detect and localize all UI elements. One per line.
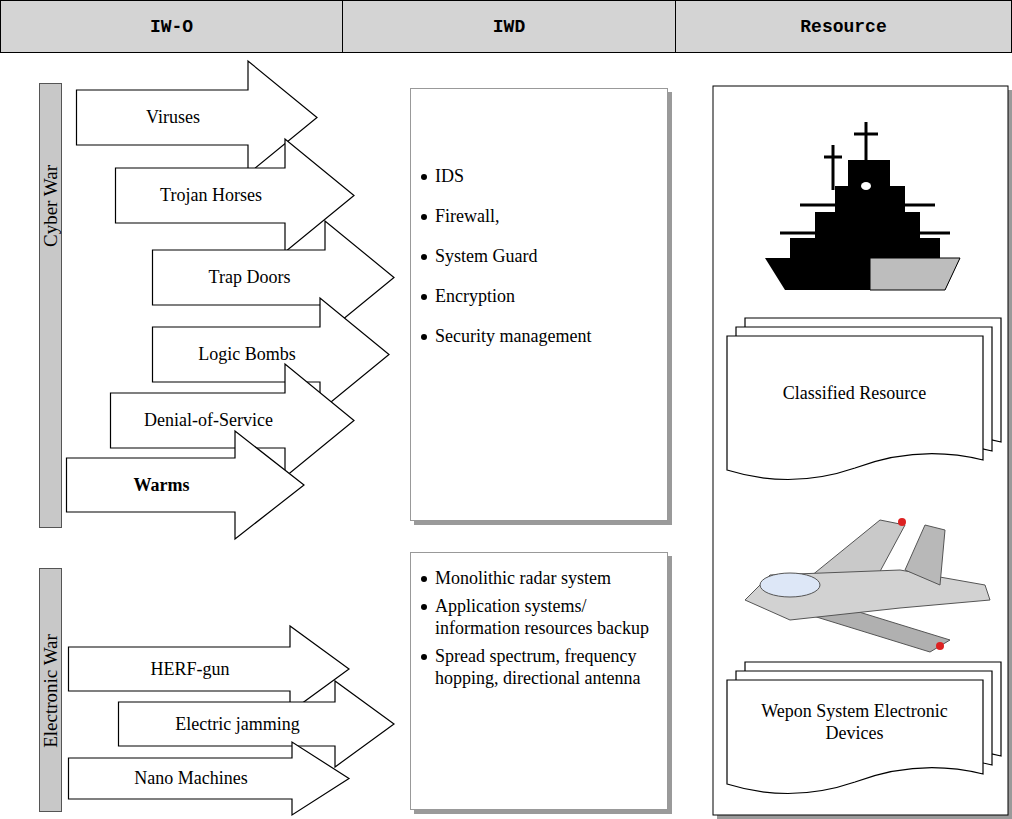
node-text: Monolithic radar system <box>421 567 659 589</box>
arrow-label-box: Electric jamming <box>122 702 353 746</box>
node-text: IWD <box>493 17 525 37</box>
arrow-label-box: Logic Bombs <box>156 327 338 382</box>
category-band: Electronic War <box>39 568 62 812</box>
node-text: Firewall, <box>421 205 659 227</box>
resource-panel <box>713 86 1008 815</box>
node-text: Electric jamming <box>175 714 299 735</box>
ship-illustration <box>765 122 960 290</box>
arrow-label-box: Denial-of-Service <box>114 393 303 448</box>
node-text: Spread spectrum, frequency hopping, dire… <box>421 645 659 689</box>
attack-arrow: Trap Doors <box>152 220 395 335</box>
node-text: Trap Doors <box>209 267 291 288</box>
header-cell: IW-O <box>0 0 343 53</box>
aircraft-illustration <box>745 518 990 652</box>
node-text: System Guard <box>421 245 659 267</box>
attack-arrow: Viruses <box>76 60 318 175</box>
node-text: Electronic War <box>40 634 62 748</box>
attack-arrow: Trojan Horses <box>115 138 355 253</box>
node-text: Classified Resource <box>783 382 926 404</box>
node-text: IW-O <box>150 17 193 37</box>
node-text: Nano Machines <box>134 768 247 789</box>
node-text: Encryption <box>421 285 659 307</box>
arrow-label-box: Nano Machines <box>72 758 310 799</box>
document-stack: Classified Resource <box>727 318 1002 480</box>
header-cell: Resource <box>675 0 1012 53</box>
document-label-box: Classified Resource <box>733 340 976 446</box>
document-stack: Wepon System Electronic Devices <box>727 662 1002 794</box>
node-text: Security management <box>421 325 659 347</box>
node-text: Warms <box>134 475 190 496</box>
category-band: Cyber War <box>39 83 62 528</box>
arrow-label-box: Warms <box>70 458 253 512</box>
document-label-box: Wepon System Electronic Devices <box>733 684 976 760</box>
node-text: Logic Bombs <box>198 344 296 365</box>
node-text: Denial-of-Service <box>144 410 273 431</box>
attack-arrow: HERF-gun <box>68 625 350 713</box>
attack-arrow: Warms <box>66 430 305 540</box>
defense-list: IDS Firewall, System GuardEncryptionSecuri… <box>410 88 668 521</box>
attack-arrow: Electric jamming <box>118 680 395 768</box>
node-text: IDS <box>421 165 659 187</box>
node-text: Wepon System Electronic Devices <box>760 700 950 744</box>
node-text: Trojan Horses <box>160 185 262 206</box>
arrow-label-box: Trap Doors <box>156 250 343 305</box>
arrow-label-box: Trojan Horses <box>119 168 303 223</box>
arrow-label-box: Viruses <box>80 90 266 145</box>
header-cell: IWD <box>342 0 676 53</box>
node-text: HERF-gun <box>150 659 229 680</box>
arrow-label-box: HERF-gun <box>72 647 308 691</box>
defense-list: Monolithic radar systemApplication syste… <box>410 552 668 810</box>
node-text: Resource <box>800 17 886 37</box>
node-text: Application systems/ information resourc… <box>421 595 659 639</box>
node-text: Cyber War <box>40 165 62 247</box>
attack-arrow: Nano Machines <box>68 741 350 816</box>
node-text: Viruses <box>146 107 200 128</box>
